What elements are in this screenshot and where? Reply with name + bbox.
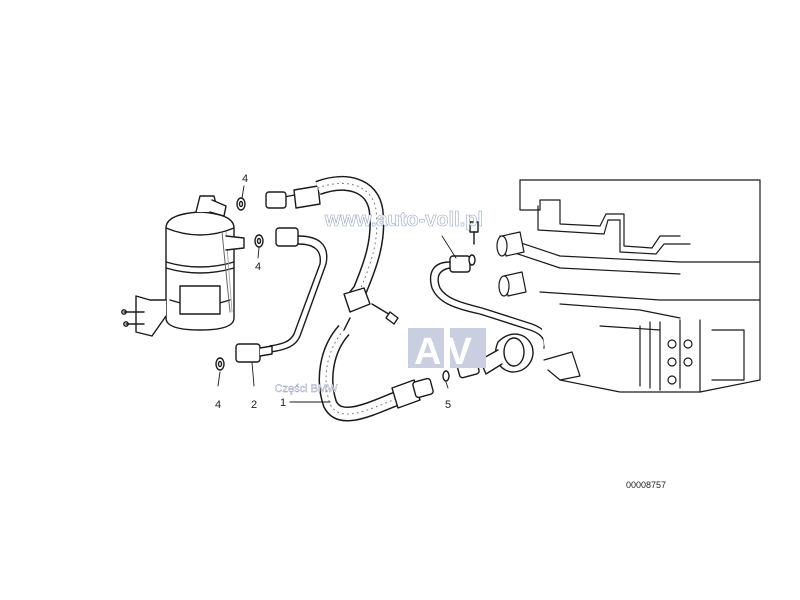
washer-4-bottom [215,357,225,371]
leader-lines [217,185,457,403]
watermark-caption: Części BMW [275,383,339,395]
washer-4-top [236,197,246,211]
callout-4-bottom: 4 [215,399,221,411]
callout-1: 1 [280,397,286,409]
watermark-logo: AV [408,328,486,373]
pipe-2 [235,227,328,363]
receiver-drier [121,195,245,337]
washer-4-middle [254,234,264,248]
callout-5: 5 [445,399,451,411]
watermark-url: www.auto-voll.pl [324,209,483,231]
hose-1 [265,175,434,422]
bolt [469,221,479,245]
callout-4-middle: 4 [255,261,261,273]
watermark-logo-letters: AV [414,331,480,373]
evaporator-housing [496,179,761,393]
callout-4-top: 4 [242,173,248,185]
callout-2: 2 [251,399,257,411]
diagram-part-number: 00008757 [626,480,666,490]
